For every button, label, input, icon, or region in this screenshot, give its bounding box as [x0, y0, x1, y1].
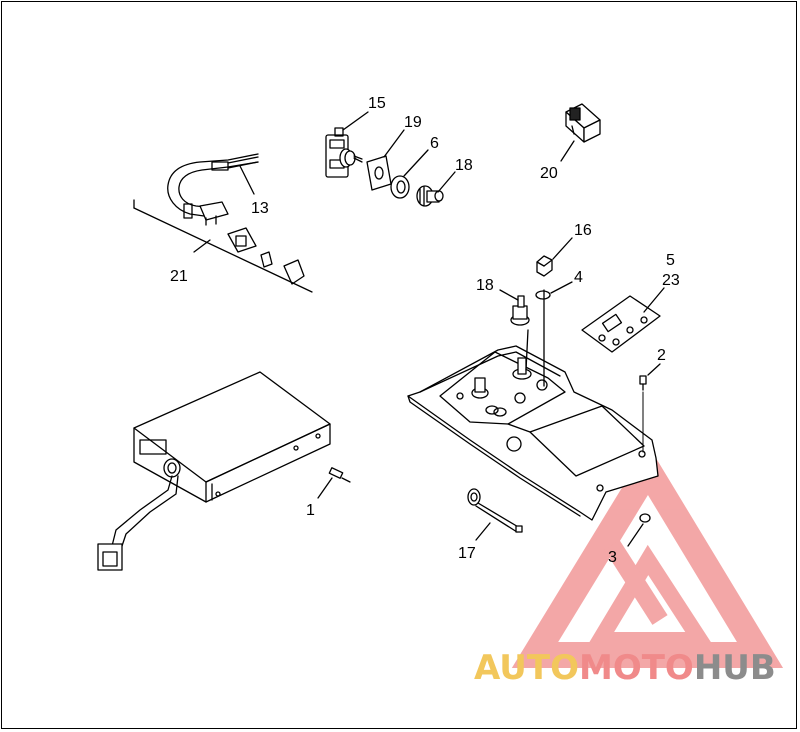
callout-3: 3	[608, 549, 617, 566]
callout-15: 15	[368, 95, 386, 112]
callout-17: 17	[458, 545, 476, 562]
callout-18-top: 18	[455, 157, 473, 174]
toggle-switch-part	[325, 127, 363, 178]
key-part	[467, 488, 523, 533]
callout-13: 13	[251, 200, 269, 217]
wiring-harness-part	[133, 153, 313, 293]
nut-ring-part	[390, 175, 410, 199]
callout-6: 6	[430, 135, 439, 152]
callout-20: 20	[540, 165, 558, 182]
callout-16: 16	[574, 222, 592, 239]
callout-5: 5	[666, 252, 675, 269]
watermark-auto: AUTO	[474, 648, 579, 688]
control-box-part	[97, 371, 331, 571]
decal-plate-part	[581, 295, 661, 353]
nut-part	[639, 513, 651, 523]
control-panel-part	[407, 289, 659, 521]
lower-knob-part	[510, 295, 530, 326]
watermark-logo	[511, 444, 784, 668]
watermark-wordmark: AUTOMOTOHUB	[474, 648, 776, 688]
knob-cap-part	[536, 255, 553, 277]
callout-23: 23	[662, 272, 680, 289]
gasket-plate-part	[366, 155, 392, 191]
callout-2: 2	[657, 347, 666, 364]
callout-labels: 15 19 6 18 20 13 21 16 4 18 5 23 2 1 17 …	[170, 95, 680, 566]
callout-21: 21	[170, 268, 188, 285]
o-ring-part	[535, 290, 551, 300]
callout-19: 19	[404, 114, 422, 131]
callout-4: 4	[574, 269, 583, 286]
mounting-screw-part	[328, 467, 351, 483]
watermark-hub: HUB	[693, 648, 776, 688]
watermark-moto: MOTO	[578, 648, 694, 688]
rocker-switch-part	[565, 103, 601, 143]
screw-part	[639, 375, 647, 391]
knurled-knob-part	[416, 185, 444, 207]
callout-18-bottom: 18	[476, 277, 494, 294]
callout-1: 1	[306, 502, 315, 519]
